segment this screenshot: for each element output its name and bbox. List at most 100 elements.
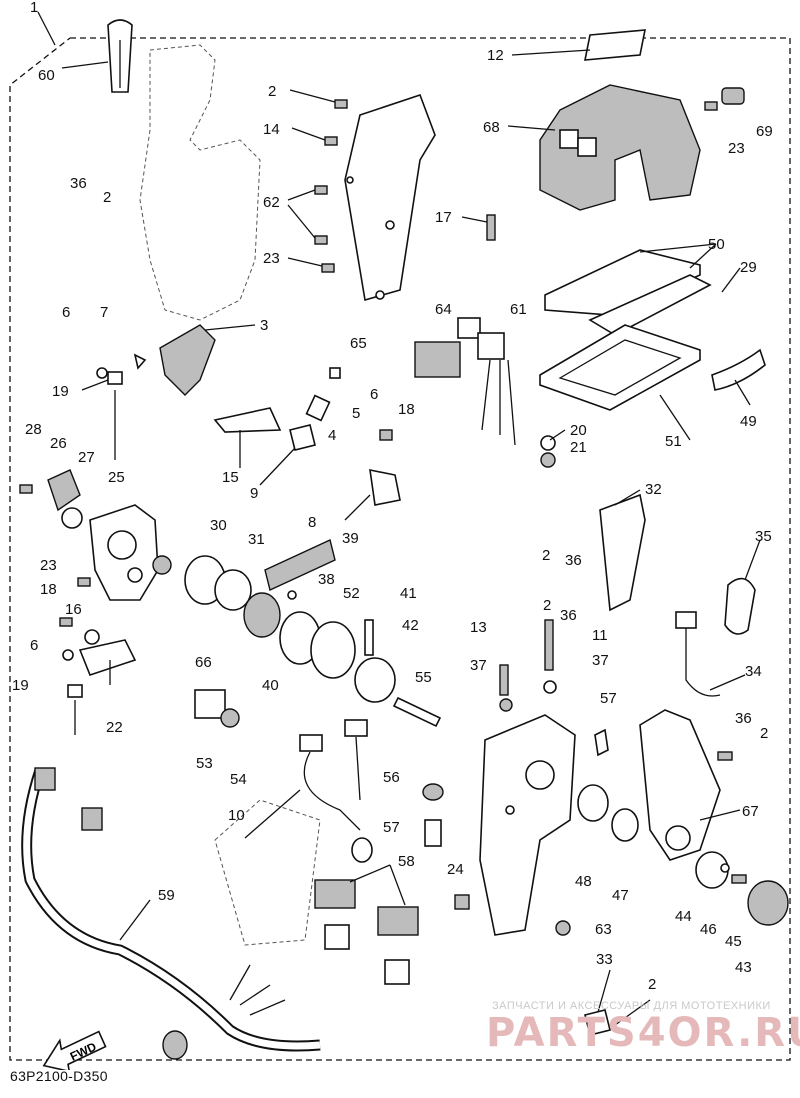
lower-housing-ghost (214, 799, 321, 946)
part-49-cover (711, 348, 766, 391)
part-63-nut (555, 920, 571, 936)
callout-36: 36 (560, 607, 577, 624)
callout-48: 48 (575, 873, 592, 890)
part-52-washer (310, 621, 356, 679)
callout-28: 28 (25, 421, 42, 438)
part-59-main-harness (21, 767, 321, 1060)
part-18-bolt-lower (59, 617, 73, 627)
part-34-harness (675, 611, 721, 697)
part-51-gasket (539, 324, 701, 411)
callout-59: 59 (158, 887, 175, 904)
part-2-screw-right (717, 751, 733, 761)
callout-54: 54 (230, 771, 247, 788)
part-57-pad-left (424, 819, 442, 847)
callout-52: 52 (343, 585, 360, 602)
part-57-pad (594, 728, 609, 757)
part-68-top-cover (539, 84, 701, 211)
callout-19: 19 (52, 383, 69, 400)
callout-12: 12 (487, 47, 504, 64)
part-31-bushing (214, 569, 252, 611)
part-27-gear (61, 507, 83, 529)
part-10-harness (299, 719, 373, 863)
callout-44: 44 (675, 908, 692, 925)
callout-36: 36 (735, 710, 752, 727)
part-47-ring (611, 808, 639, 842)
callout-2: 2 (103, 189, 111, 206)
part-6-clip-lower (62, 649, 74, 661)
callout-6: 6 (370, 386, 378, 403)
assembly-border (9, 37, 791, 1061)
callout-18: 18 (398, 401, 415, 418)
callout-6: 6 (62, 304, 70, 321)
part-39-springs (264, 539, 336, 591)
part-25-housing (89, 504, 159, 601)
callout-2: 2 (268, 83, 276, 100)
part-8-bracket (369, 468, 401, 506)
callout-56: 56 (383, 769, 400, 786)
part-45-screw (731, 874, 747, 884)
part-38-ball (287, 590, 297, 600)
callout-51: 51 (665, 433, 682, 450)
part-7-pin (133, 353, 147, 370)
callout-26: 26 (50, 435, 67, 452)
callout-23: 23 (728, 140, 745, 157)
callout-38: 38 (318, 571, 335, 588)
callout-2: 2 (543, 597, 551, 614)
callout-63: 63 (595, 921, 612, 938)
callout-8: 8 (308, 514, 316, 531)
part-48-collar (577, 784, 609, 822)
callout-61: 61 (510, 301, 527, 318)
part-67-hole (665, 825, 691, 851)
callout-5: 5 (352, 405, 360, 422)
callout-30: 30 (210, 517, 227, 534)
part-11-spring (544, 619, 554, 671)
leader-lines (37, 11, 761, 1026)
housing-ghost-outline (139, 44, 261, 321)
part-37-spring (499, 664, 509, 696)
callout-14: 14 (263, 121, 280, 138)
callout-42: 42 (402, 617, 419, 634)
callout-34: 34 (745, 663, 762, 680)
callout-13: 13 (470, 619, 487, 636)
callout-29: 29 (740, 259, 757, 276)
callout-46: 46 (700, 921, 717, 938)
callout-69: 69 (756, 123, 773, 140)
callout-33: 33 (596, 951, 613, 968)
callout-57: 57 (383, 819, 400, 836)
part-3-lever (159, 324, 216, 396)
callout-45: 45 (725, 933, 742, 950)
part-64-61-switches (457, 317, 516, 446)
callout-67: 67 (742, 803, 759, 820)
callout-64: 64 (435, 301, 452, 318)
callout-23: 23 (40, 557, 57, 574)
part-15-link (213, 407, 282, 433)
callout-17: 17 (435, 209, 452, 226)
callout-37: 37 (470, 657, 487, 674)
callout-15: 15 (222, 469, 239, 486)
callout-58: 58 (398, 853, 415, 870)
part-main-housing (479, 714, 576, 936)
callout-11: 11 (592, 627, 608, 644)
part-5-spring (329, 367, 341, 379)
callout-49: 49 (740, 413, 757, 430)
part-23-screw (704, 101, 718, 111)
part-18-bolt (379, 429, 393, 441)
callout-22: 22 (106, 719, 123, 736)
callout-39: 39 (342, 530, 359, 547)
callout-47: 47 (612, 887, 629, 904)
callout-labels: 1 60 36 2 2 14 62 23 12 68 69 23 17 50 2… (12, 0, 773, 993)
part-14-plate (344, 93, 436, 302)
callout-23: 23 (263, 250, 280, 267)
callout-40: 40 (262, 677, 279, 694)
part-37-nut (543, 680, 557, 694)
part-16-washer (84, 629, 100, 645)
fwd-arrow-label: FWD (68, 1039, 99, 1063)
callout-25: 25 (108, 469, 125, 486)
part-60-clip (107, 19, 133, 93)
callout-35: 35 (755, 528, 772, 545)
callout-66: 66 (195, 654, 212, 671)
part-19-rod (107, 371, 123, 460)
callout-1: 1 (30, 0, 38, 16)
